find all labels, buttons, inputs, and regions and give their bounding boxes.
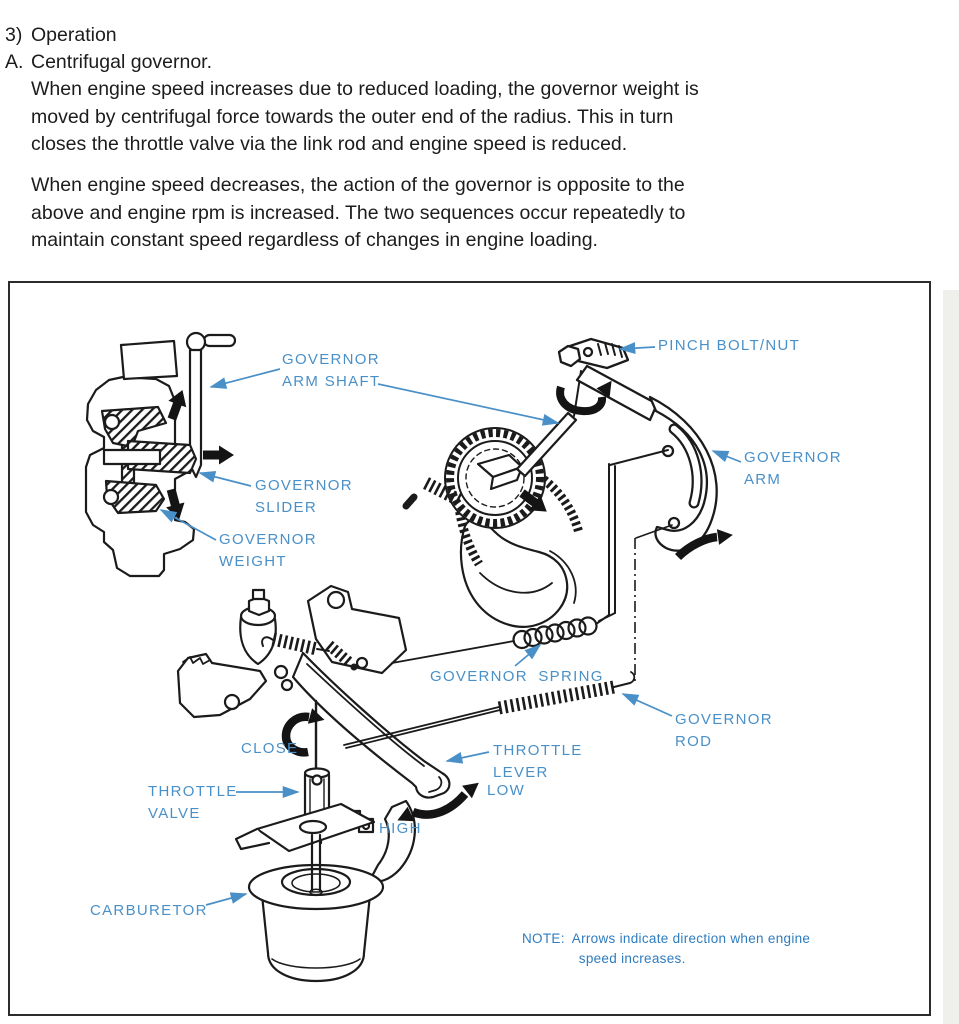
label-line: LOW <box>487 782 526 799</box>
label-carburetor: CARBURETOR <box>90 900 208 922</box>
label-governor-arm-shaft: GOVERNOR ARM SHAFT <box>282 349 380 392</box>
label-governor-rod: GOVERNOR ROD <box>675 709 773 752</box>
label-line: ROD <box>675 732 713 750</box>
leader-carburetor <box>205 892 248 906</box>
camshaft-gear-drawing <box>402 370 584 628</box>
weight-down-arrow <box>166 488 185 520</box>
label-line: THROTTLE <box>148 783 238 800</box>
slider-right-arrow <box>203 445 234 465</box>
label-line: THROTTLE <box>493 742 583 759</box>
note-prefix: NOTE: <box>522 931 565 946</box>
leader-governor-slider <box>198 471 252 487</box>
scan-edge-artifact <box>943 290 959 1024</box>
note-line: Arrows indicate direction when engine <box>571 931 811 946</box>
label-high: HIGH <box>379 818 422 840</box>
label-line: GOVERNOR <box>744 449 842 466</box>
paragraph-2: When engine speed decreases, the action … <box>31 172 685 255</box>
label-throttle-valve: THROTTLE VALVE <box>148 781 238 824</box>
label-low: LOW <box>487 780 525 802</box>
arm-shaft-rotation-arrow <box>556 380 612 416</box>
label-governor-spring: GOVERNOR SPRING <box>430 666 604 688</box>
high-low-double-arrow <box>397 782 479 822</box>
leader-governor-spring <box>514 643 542 667</box>
label-throttle-lever: THROTTLE LEVER <box>493 740 583 783</box>
label-governor-weight: GOVERNOR WEIGHT <box>219 529 317 572</box>
section-number: 3) <box>5 24 23 46</box>
note-line: speed increases. <box>578 950 686 966</box>
subsection-title: Centrifugal governor. <box>31 51 213 73</box>
section-title: Operation <box>31 24 117 46</box>
leader-governor-rod <box>621 693 673 717</box>
leader-governor-weight <box>159 509 217 541</box>
paragraph-1: When engine speed increases due to reduc… <box>31 76 699 159</box>
paragraph-line: When engine speed decreases, the action … <box>31 174 685 196</box>
label-line: GOVERNOR <box>675 711 773 728</box>
leader-throttle-lever <box>445 751 490 764</box>
label-line: ARM <box>744 470 782 488</box>
motion-arrows <box>166 380 733 822</box>
label-line: SLIDER <box>255 498 317 516</box>
weight-up-arrow <box>167 389 187 421</box>
leader-governor-arm-shaft-right <box>377 383 560 426</box>
leader-pinch-bolt <box>618 342 656 355</box>
governor-diagram-drawing <box>84 331 742 983</box>
close-rotation-arrow <box>281 708 325 757</box>
label-line: GOVERNOR <box>219 531 317 548</box>
label-line: CARBURETOR <box>90 902 208 919</box>
leader-governor-arm <box>711 450 742 463</box>
leader-governor-arm-shaft-left <box>209 368 281 389</box>
label-line: GOVERNOR <box>282 351 380 368</box>
label-line: LEVER <box>493 763 549 781</box>
subsection-letter: A. <box>5 51 24 73</box>
subsection-heading: A. Centrifugal governor. <box>5 49 212 76</box>
label-line: GOVERNOR SPRING <box>430 668 604 685</box>
label-line: CLOSE <box>241 740 299 757</box>
label-governor-slider: GOVERNOR SLIDER <box>255 475 353 518</box>
gear-motion-arrow <box>519 489 547 512</box>
diagram-note: NOTE: Arrows indicate direction when eng… <box>522 929 810 968</box>
note-body: Arrows indicate direction when engine sp… <box>572 929 810 968</box>
governor-arm-swing-arrow <box>674 529 733 561</box>
label-line: GOVERNOR <box>255 477 353 494</box>
governor-diagram-figure: GOVERNOR ARM SHAFT PINCH BOLT/NUT GOVERN… <box>8 281 931 1016</box>
paragraph-line: closes the throttle valve via the link r… <box>31 133 628 155</box>
label-line: ARM SHAFT <box>282 372 381 390</box>
carburetor-drawing <box>234 799 416 983</box>
section-heading: 3) Operation <box>5 22 117 49</box>
label-close: CLOSE <box>241 738 298 760</box>
label-line: VALVE <box>148 804 201 822</box>
paragraph-line: above and engine rpm is increased. The t… <box>31 201 686 224</box>
label-pinch-bolt-nut: PINCH BOLT/NUT <box>658 335 800 357</box>
label-governor-arm: GOVERNOR ARM <box>744 447 842 490</box>
governor-arm-drawing <box>557 337 718 552</box>
weight-assembly-drawing <box>84 331 237 578</box>
linkage-drawing <box>343 449 673 749</box>
label-line: WEIGHT <box>219 552 287 570</box>
paragraph-line: When engine speed increases due to reduc… <box>31 78 699 100</box>
paragraph-line: moved by centrifugal force towards the o… <box>31 105 674 128</box>
paragraph-line: maintain constant speed regardless of ch… <box>31 229 598 251</box>
label-line: HIGH <box>379 820 422 837</box>
leader-arrows <box>159 342 742 906</box>
label-line: PINCH BOLT/NUT <box>658 337 801 354</box>
